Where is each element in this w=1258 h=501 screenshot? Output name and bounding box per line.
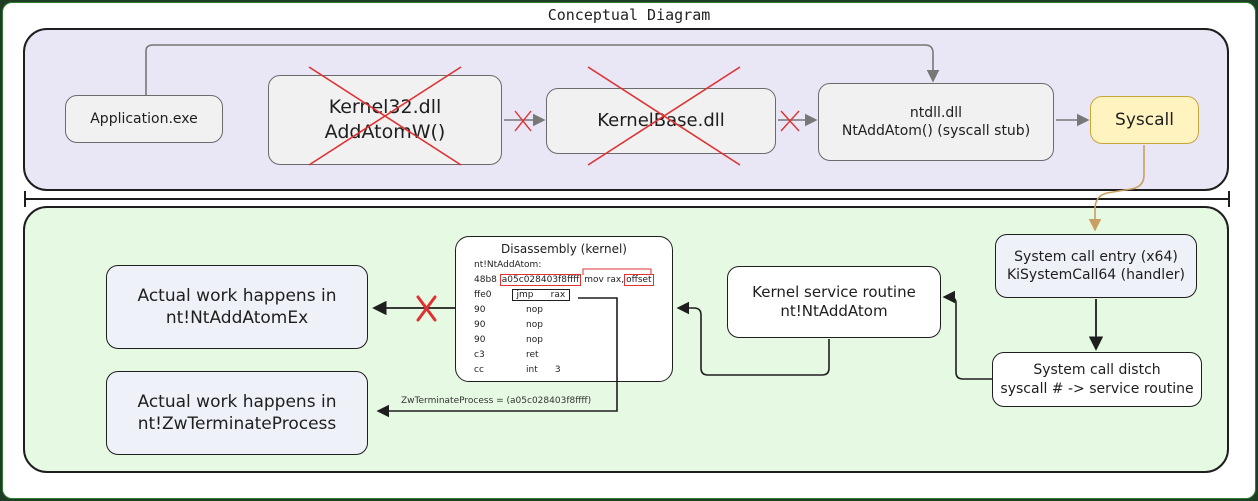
disasm-op: ret [526,350,539,360]
disasm-row: cc int 3 [474,365,561,375]
disasm-addr: ffe0 [474,290,492,300]
ntdll-node: ntdll.dll NtAddAtom() (syscall stub) [818,83,1054,161]
disassembly-box: Disassembly (kernel) nt!NtAddAtom: 48b8 … [455,236,673,382]
disasm-addr: 48b8 [474,275,497,285]
disasm-label: nt!NtAddAtom: [474,260,542,270]
actual-work-zwterminate-node: Actual work happens in nt!ZwTerminatePro… [106,371,368,455]
dispatch-node: System call distch syscall # -> service … [992,352,1202,407]
arrow-jmp-to-zwterminate [376,297,618,418]
disasm-addr: 90 [474,335,486,345]
actual-work-ntaddatomex-node: Actual work happens in nt!NtAddAtomEx [106,265,368,349]
user-kernel-divider [24,191,1230,207]
arrow-service-to-disasm [676,301,830,376]
ntaddatomex-blocked-cross-icon [416,295,437,322]
diagram-title: Conceptual Diagram [547,6,711,24]
small-cross-icon-2 [780,110,800,132]
connectors-layer [24,44,1230,418]
arrow-app-to-ntdll [145,44,940,95]
kernel32-node: Kernel32.dll AddAtomW() [268,75,502,165]
disasm-row: 90 nop [474,305,543,315]
disasm-op: nop [526,305,543,315]
disasm-addr: 90 [474,320,486,330]
disasm-line-1: 48b8 a05c028403f8ffff mov rax,offset [474,274,654,286]
disasm-addr: c3 [474,350,485,360]
kernelbase-cross-icon [587,66,741,166]
callout-zwterminate: ZwTerminateProcess = (a05c028403f8ffff) [401,396,592,406]
syscall-node: Syscall [1090,96,1199,144]
application-node: Application.exe [65,95,223,143]
kernelbase-node: KernelBase.dll [546,88,776,154]
disasm-row: 90 nop [474,320,543,330]
service-routine-node: Kernel service routine nt!NtAddAtom [727,266,941,338]
disasm-jmp-highlight: jmp rax [511,289,571,301]
offset-bracket [582,268,652,275]
disasm-row: c3 ret [474,350,539,360]
arrow-dispatch-to-service [942,290,992,380]
disasm-row: 90 nop [474,335,543,345]
kernel32-cross-icon [308,66,462,166]
small-cross-icon-1 [514,110,532,132]
disasm-op: nop [526,335,543,345]
disasm-op: nop [526,320,543,330]
disasm-addr: cc [474,365,484,375]
syscall-entry-node: System call entry (x64) KiSystemCall64 (… [995,234,1197,298]
disasm-line-2: ffe0 jmp rax [474,289,571,301]
disasm-op: mov rax, [584,275,625,285]
disasm-hex-highlight: a05c028403f8ffff [499,274,582,286]
arrow-syscall-to-entry [1088,145,1145,232]
disassembly-title: Disassembly (kernel) [501,242,627,256]
disasm-offset-highlight: offset [624,274,654,286]
disasm-op: int 3 [526,365,561,375]
disasm-addr: 90 [474,305,486,315]
